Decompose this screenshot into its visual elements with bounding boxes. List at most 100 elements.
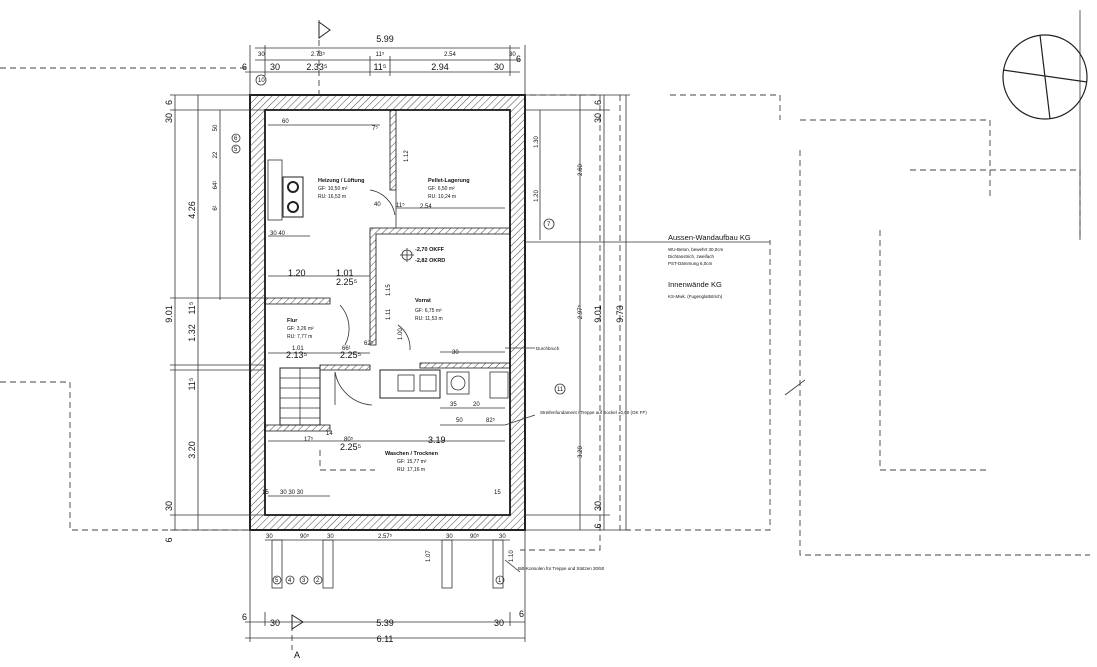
dim-in-7a: 7⁵: [372, 125, 378, 132]
marker-b5: 5: [275, 578, 279, 584]
dim-top1-d: 2.54: [444, 52, 456, 58]
dim-in-115v: 1.15: [386, 284, 392, 296]
dim-in-17: 17⁵: [304, 436, 314, 443]
dim-in-14: 14: [326, 431, 333, 437]
legend-line-1: WU-Beton, bewehrt 30,0cm: [668, 247, 724, 252]
dim-top2-d: 11⁵: [373, 62, 386, 72]
laundry-fixtures: [379, 369, 509, 399]
dim-in-303030: 30 30 30: [280, 490, 304, 496]
room-heizung-ru: RU: 16,53 m: [318, 194, 346, 200]
dim-linner-0: 50: [213, 124, 219, 131]
room-waschen-gf: GF: 15,77 m²: [397, 459, 427, 465]
room-pellet-gf: GF: 6,50 m²: [428, 186, 455, 192]
dim-left-e: 11⁵: [187, 377, 197, 390]
dim-rinner-2: 1.20: [534, 190, 540, 202]
dim-linner-2: 64¹: [213, 181, 219, 190]
legend-title-inner: Innenwände KG: [668, 280, 722, 289]
legend-line-4: KS-Mwk. (Fugenglattstrich): [668, 294, 723, 299]
dim-bot-total: 6.11: [377, 634, 394, 644]
dim-top2-a: 6: [242, 62, 247, 72]
dim-top2-e: 2.94: [431, 62, 449, 72]
room-vorrat-gf: GF: 6,75 m²: [415, 308, 442, 314]
legend-line-3: PST-Dämmung 6,0cm: [668, 261, 713, 266]
dim-in-111: 1.11: [386, 308, 392, 320]
marker-b4: 4: [288, 578, 292, 584]
dim-binner-3: 2.57⁵: [378, 533, 393, 540]
staircase: [279, 367, 321, 426]
dim-right-e: 6: [593, 523, 603, 528]
dim-left-side: 11⁵: [187, 301, 197, 314]
dim-top1-c: 11⁵: [376, 51, 385, 58]
room-vorrat-ru: RU: 11,53 m: [415, 316, 443, 322]
dim-in-15b: 15: [494, 490, 501, 496]
dim-left-a: 6: [164, 100, 174, 105]
room-flur-gf: GF: 3,26 m²: [287, 326, 314, 332]
dim-in-225b: 2.25⁵: [340, 350, 362, 360]
marker-11: 11: [557, 387, 564, 393]
marker-b1: 1: [498, 578, 502, 584]
dim-in-50: 50: [456, 418, 463, 424]
note-duct: Bitt-Konsolen für Treppe und Stützen 30/…: [518, 566, 605, 571]
dim-right-b: 30: [593, 113, 603, 123]
room-waschen-ru: RU: 17,16 m: [397, 467, 425, 473]
legend-line-2: Dichtanstrich, zweifach: [668, 254, 715, 259]
dim-top2-c: 2.33⁵: [306, 62, 328, 72]
dim-in-80: 80⁵: [344, 436, 354, 443]
dim-binner-6: 30: [499, 534, 506, 540]
dim-in-101: 1.01: [336, 268, 354, 278]
room-vorrat-name: Vorrat: [415, 298, 431, 304]
dim-left-total: 9.01: [164, 305, 174, 323]
dim-top2-f: 30: [494, 62, 504, 72]
exterior-walls: [249, 94, 526, 531]
dim-in-35: 35: [450, 402, 457, 408]
dim-bot-c: 5.39: [376, 618, 394, 628]
note-hatch: Durchbruch: [536, 346, 560, 351]
dim-linner-3: 6¹: [213, 205, 219, 210]
marker-7: 7: [547, 222, 551, 228]
dim-binner-5: 90⁵: [470, 533, 480, 540]
dim-in-62: 62⁵: [364, 340, 374, 347]
dim-linner-1: 22: [213, 151, 219, 158]
boiler-fixture: [267, 159, 304, 221]
dim-in-225c: 2.25⁵: [340, 442, 362, 452]
marker-10: 10: [258, 78, 265, 84]
dim-left-f: 3.20: [187, 441, 197, 459]
dim-binner-4: 30: [446, 534, 453, 540]
dim-top1-b: 2.73⁵: [311, 51, 326, 58]
dim-rinner-0: 1.30: [534, 136, 540, 148]
dim-binner-0: 30: [266, 534, 273, 540]
dim-top2-g: 6: [516, 54, 521, 64]
dim-in-112: 1.12: [404, 150, 410, 162]
marker-b3: 3: [302, 578, 306, 584]
room-heizung-gf: GF: 10,50 m²: [318, 186, 348, 192]
dim-bot-d: 30: [494, 618, 504, 628]
dim-right-total: 9.73: [615, 305, 625, 323]
north-arrow: [1002, 34, 1088, 120]
dim-bot-e: 6: [519, 609, 524, 619]
dim-right-a: 6: [593, 100, 603, 105]
dim-right-c: 9.01: [593, 305, 603, 323]
dim-top1-a: 30: [258, 52, 265, 58]
dim-in-66: 66¹: [342, 346, 351, 352]
interior-walls: [264, 109, 511, 432]
dim-in-100: 1.00: [398, 328, 404, 340]
dim-in-40: 40: [374, 202, 381, 208]
section-label-bottom: A: [294, 650, 300, 660]
dim-binner-1: 90⁵: [300, 533, 310, 540]
dim-in-101b: 1.01: [292, 346, 304, 352]
dim-rinner-1: 2.60: [578, 164, 584, 176]
dim-left-b: 30: [164, 113, 174, 123]
dim-in-30h: 30: [452, 350, 459, 356]
axis-markers: [231, 74, 566, 585]
dim-in-60: 60: [282, 119, 289, 125]
dim-top-total: 5.99: [376, 34, 394, 44]
level-okff: -2,70 OKFF: [415, 247, 445, 253]
room-pellet-ru: RU: 10,24 m: [428, 194, 456, 200]
dim-right-d: 30: [593, 501, 603, 511]
dim-left-h: 6: [164, 537, 174, 542]
level-marker: [400, 248, 414, 262]
dim-in-15: 15: [262, 490, 269, 496]
level-okrd: -2,82 OKRD: [415, 258, 445, 264]
